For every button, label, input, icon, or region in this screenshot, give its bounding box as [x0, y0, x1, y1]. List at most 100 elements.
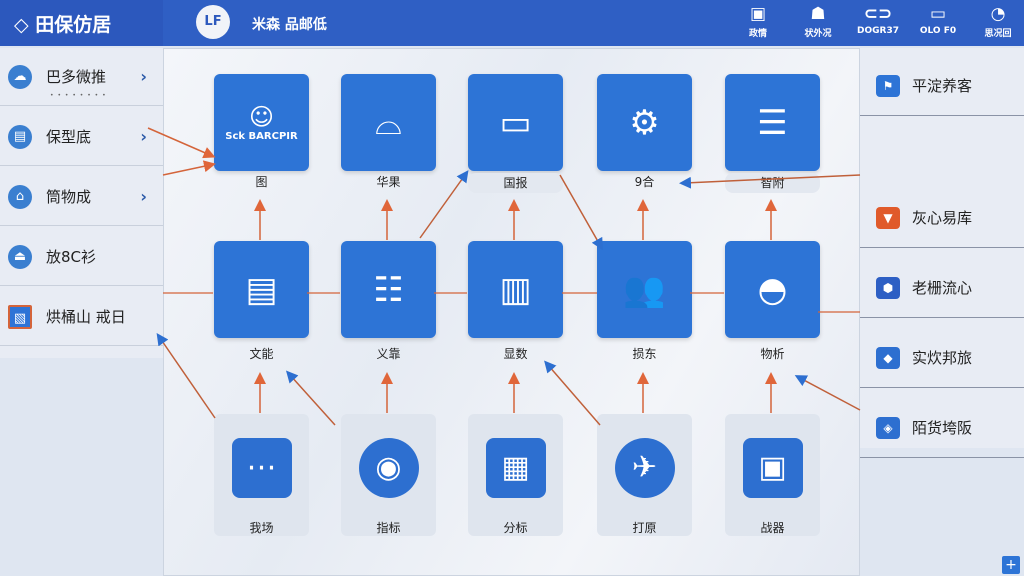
module-label: 显数 — [503, 347, 528, 361]
module-card[interactable]: ⌓ — [341, 74, 436, 171]
module-label: 国报 — [468, 173, 563, 193]
module-label: 我场 — [249, 521, 274, 535]
module-card[interactable]: ▥ — [468, 241, 563, 338]
right-sidebar-icon: ⚑ — [876, 74, 900, 97]
module-icon: ☷ — [373, 269, 404, 310]
sidebar-item-subtitle: • • • • • • • • — [50, 92, 107, 99]
module-icon: ▣ — [742, 438, 803, 498]
toolbar-label: OLO F0 — [919, 26, 957, 36]
connector-arrow — [544, 360, 601, 426]
module-card[interactable]: ☷ — [341, 241, 436, 338]
module-card[interactable]: ◉ — [341, 414, 436, 536]
sidebar-icon: ⌂ — [8, 184, 32, 209]
toolbar-button[interactable]: ⊂⊃DOGR37 — [853, 2, 903, 36]
right-sidebar-label: 实炊邦旅 — [912, 349, 973, 367]
sidebar-item[interactable]: ▤ 保型底 › — [0, 108, 163, 166]
module-card[interactable]: ☰ — [725, 74, 820, 171]
module-label: 战器 — [760, 521, 785, 535]
connector-arrow — [559, 174, 603, 251]
right-sidebar-label: 老栅流心 — [912, 279, 973, 297]
page-title: 米森 品邮低 — [252, 17, 327, 33]
module-icon: ✈ — [614, 438, 675, 498]
module-label: 打原 — [632, 521, 657, 535]
chevron-right-icon[interactable]: › — [140, 67, 147, 86]
module-label: 义靠 — [376, 347, 401, 361]
sidebar-item-label: 筒物成 — [46, 188, 92, 206]
module-icon: ⚙ — [629, 102, 660, 143]
sidebar-item-label: 保型底 — [46, 128, 92, 146]
right-sidebar-item[interactable]: ⬢ 老栅流心 — [860, 258, 1024, 318]
sidebar-item[interactable]: ▧ 烘桶山 戒日 — [0, 288, 163, 346]
sidebar-item[interactable]: ☁ 巴多微推 • • • • • • • • › — [0, 48, 163, 106]
module-label: 损东 — [632, 347, 657, 361]
chevron-right-icon[interactable]: › — [140, 187, 147, 206]
module-icon-text: Sck BARCPIR — [225, 131, 298, 142]
sidebar-item-label: 巴多微推 — [46, 68, 107, 86]
brand-logo[interactable]: ◇ 田保仿居 — [14, 14, 112, 36]
connector-arrow — [285, 370, 336, 426]
clock-icon: ◔ — [990, 4, 1006, 24]
module-icon: ☺ — [248, 103, 275, 131]
module-icon: 👥 — [623, 269, 666, 310]
sidebar-item-label: 烘桶山 戒日 — [46, 308, 126, 326]
sidebar-item[interactable]: ⏏ 放8C衫 — [0, 228, 163, 286]
module-card[interactable]: ◓ — [725, 241, 820, 338]
right-sidebar-label: 陌货垮阪 — [912, 419, 973, 437]
right-sidebar-item[interactable]: ▼ 灰心易库 — [860, 188, 1024, 248]
right-sidebar-item[interactable]: ⚑平淀养客 — [860, 56, 1024, 116]
toolbar-label: DOGR37 — [857, 26, 899, 36]
module-label: 华果 — [376, 175, 401, 189]
chevron-right-icon[interactable]: › — [140, 127, 147, 146]
right-sidebar-item[interactable]: ◆ 实炊邦旅 — [860, 328, 1024, 388]
right-sidebar-icon: ▼ — [876, 206, 900, 229]
module-card[interactable]: ▤ — [214, 241, 309, 338]
header: ◇ 田保仿居 LF 米森 品邮低 ▣政情 ☗状外况 ⊂⊃DOGR37 ▭OLO F0 ◔… — [0, 0, 1024, 46]
sidebar-icon: ☁ — [8, 64, 32, 89]
toolbar-button[interactable]: ▣政情 — [733, 2, 783, 39]
sidebar-item[interactable]: ⌂ 筒物成 › — [0, 168, 163, 226]
connector-arrow — [162, 160, 216, 176]
right-sidebar-icon: ◈ — [876, 416, 900, 439]
module-card[interactable]: ▭ — [468, 74, 563, 171]
module-card[interactable]: ⚙ — [597, 74, 692, 171]
module-label: 物析 — [760, 347, 785, 361]
toolbar-button[interactable]: ▭OLO F0 — [913, 2, 963, 36]
user-icon: ☗ — [810, 4, 826, 24]
sidebar-icon: ▤ — [8, 124, 32, 149]
brand-area: ◇ 田保仿居 — [0, 0, 163, 46]
module-icon: ◉ — [358, 438, 419, 498]
sidebar-item-label: 放8C衫 — [46, 248, 97, 266]
module-label: 文能 — [249, 347, 274, 361]
toolbar-button[interactable]: ☗状外况 — [793, 2, 843, 39]
module-label: 分标 — [503, 521, 528, 535]
toolbar-button[interactable]: ◔ 思况回 — [973, 2, 1023, 39]
toolbar-label: 政情 — [748, 29, 767, 39]
connector-arrow — [419, 170, 469, 239]
right-sidebar-icon: ⬢ — [876, 276, 900, 299]
right-sidebar-label: 灰心易库 — [912, 209, 973, 227]
module-icon: ⋯ — [231, 438, 292, 498]
add-button[interactable]: + — [1002, 556, 1020, 574]
connector-arrow — [679, 174, 861, 189]
toolbar-label: 思况回 — [984, 29, 1012, 39]
module-card[interactable]: ✈ — [597, 414, 692, 536]
module-card[interactable]: ▦ — [468, 414, 563, 536]
module-card[interactable]: ⋯ — [214, 414, 309, 536]
connector-arrow — [794, 375, 861, 411]
module-icon: ▥ — [499, 269, 532, 310]
module-label: 指标 — [376, 521, 401, 535]
module-label: 图 — [255, 175, 268, 189]
module-card[interactable]: ☺Sck BARCPIR — [214, 74, 309, 171]
module-label: 9合 — [634, 175, 655, 189]
connector-arrow — [147, 127, 216, 159]
right-sidebar-item[interactable]: ◈ 陌货垮阪 — [860, 398, 1024, 458]
right-sidebar-icon: ◆ — [876, 346, 900, 369]
module-card[interactable]: ▣ — [725, 414, 820, 536]
sidebar-icon: ▧ — [8, 304, 32, 329]
avatar[interactable]: LF — [196, 5, 230, 39]
sidebar-icon: ⏏ — [8, 244, 32, 269]
module-card[interactable]: 👥 — [597, 241, 692, 338]
brand-name: 田保仿居 — [35, 14, 112, 36]
